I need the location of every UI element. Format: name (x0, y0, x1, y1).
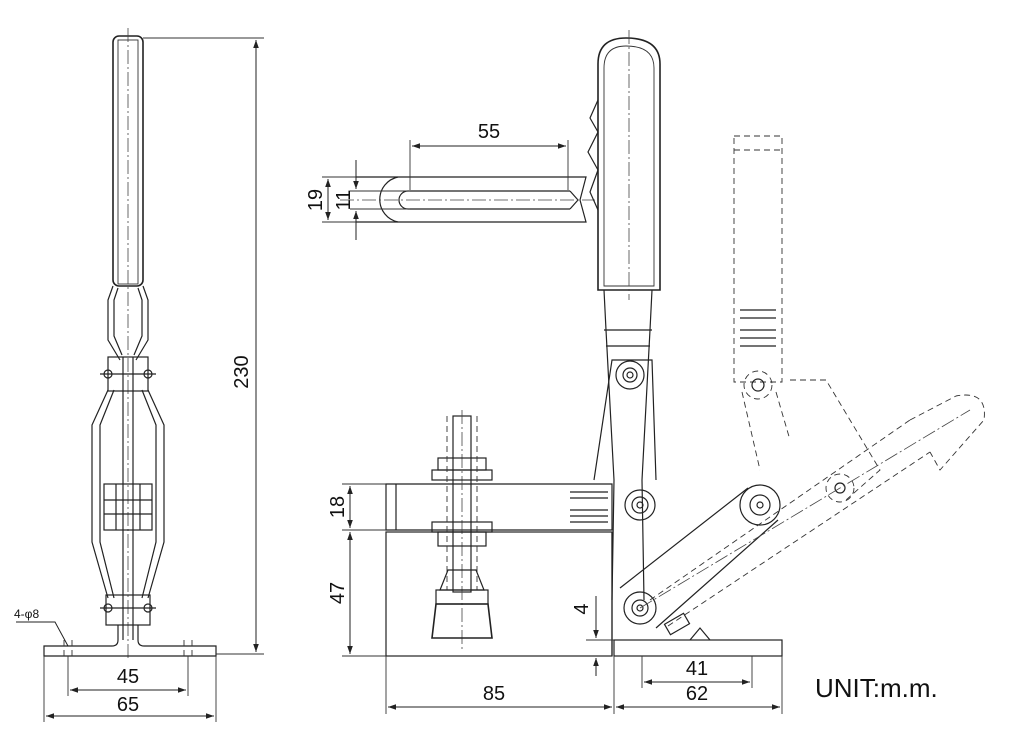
dim-85: 85 (483, 683, 505, 705)
dim-47: 47 (327, 582, 349, 604)
hole-spec-label: 4-φ8 (14, 607, 39, 621)
open-position-phantom (639, 135, 985, 627)
side-view: 4-φ8 45 65 230 (14, 28, 264, 722)
front-handle-grip (597, 37, 661, 291)
dim-4: 4 (571, 603, 593, 614)
dim-230: 230 (231, 355, 253, 388)
dim-19: 19 (305, 189, 327, 211)
dim-62: 62 (686, 683, 708, 705)
dim-55: 55 (478, 121, 500, 143)
dim-45: 45 (117, 666, 139, 688)
front-view: 18 47 4 85 41 62 (327, 30, 985, 714)
dim-11: 11 (333, 190, 355, 211)
dim-18: 18 (327, 496, 349, 518)
clamp-body (385, 531, 613, 657)
dim-41: 41 (686, 658, 708, 680)
slot-detail: 55 19 11 (305, 121, 595, 240)
dim-65: 65 (117, 694, 139, 716)
unit-label: UNIT:m.m. (815, 673, 938, 703)
